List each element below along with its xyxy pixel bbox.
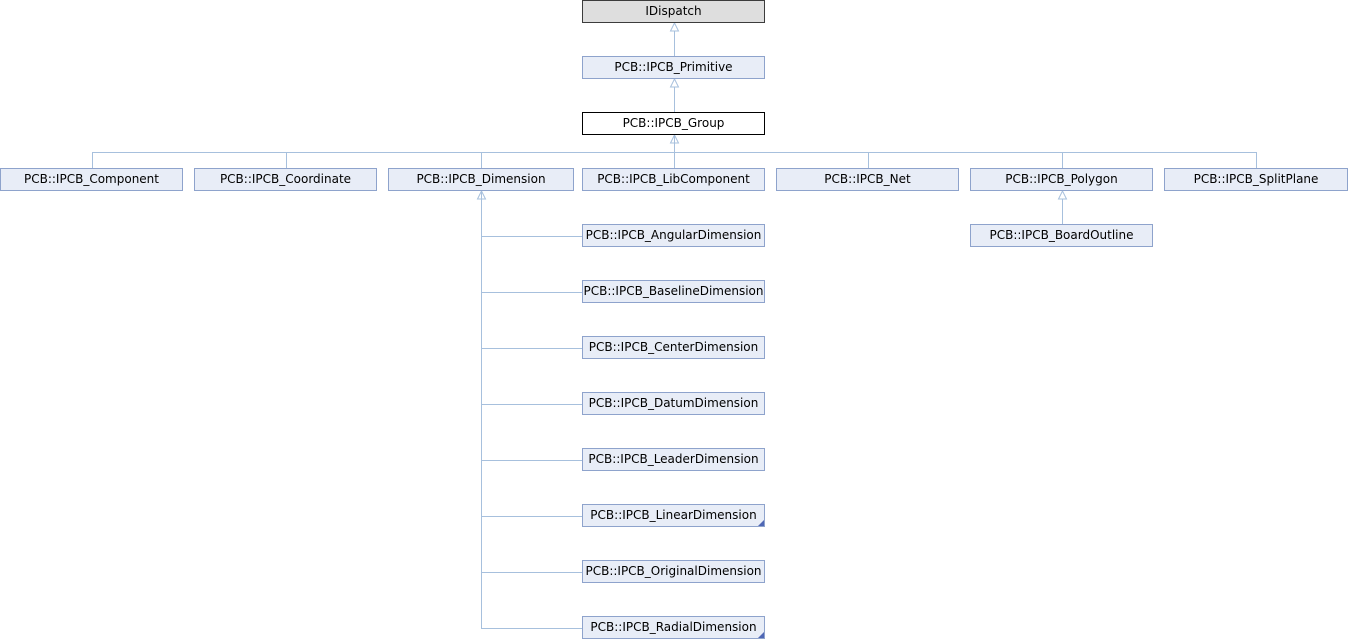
- class-node-label: PCB::IPCB_Polygon: [1005, 172, 1118, 186]
- edge-coordinate-to-group: [286, 135, 675, 168]
- class-node-polygon[interactable]: PCB::IPCB_Polygon: [970, 168, 1153, 191]
- class-node-leader[interactable]: PCB::IPCB_LeaderDimension: [582, 448, 765, 471]
- class-node-original[interactable]: PCB::IPCB_OriginalDimension: [582, 560, 765, 583]
- class-node-label: PCB::IPCB_Dimension: [416, 172, 546, 186]
- class-node-label: PCB::IPCB_LibComponent: [597, 172, 750, 186]
- edge-original-to-dimension: [481, 191, 582, 573]
- class-node-label: PCB::IPCB_DatumDimension: [588, 396, 759, 410]
- class-node-dimension[interactable]: PCB::IPCB_Dimension: [388, 168, 574, 191]
- arrowhead-polygon: [1057, 189, 1068, 200]
- class-node-label: PCB::IPCB_Net: [824, 172, 911, 186]
- class-node-angular[interactable]: PCB::IPCB_AngularDimension: [582, 224, 765, 247]
- edge-angular-to-dimension: [481, 191, 582, 237]
- class-node-linear[interactable]: PCB::IPCB_LinearDimension: [582, 504, 765, 527]
- class-node-label: PCB::IPCB_Primitive: [614, 60, 733, 74]
- class-node-libcomponent[interactable]: PCB::IPCB_LibComponent: [582, 168, 765, 191]
- class-node-label: PCB::IPCB_Coordinate: [219, 172, 352, 186]
- class-node-radial[interactable]: PCB::IPCB_RadialDimension: [582, 616, 765, 639]
- class-node-label: PCB::IPCB_Component: [24, 172, 159, 186]
- class-node-splitplane[interactable]: PCB::IPCB_SplitPlane: [1164, 168, 1348, 191]
- class-node-label: IDispatch: [645, 4, 702, 18]
- class-node-idispatch: IDispatch: [582, 0, 765, 23]
- arrowhead-primitive: [669, 77, 680, 88]
- class-node-label: PCB::IPCB_BaselineDimension: [583, 284, 764, 298]
- class-node-label: PCB::IPCB_OriginalDimension: [585, 564, 762, 578]
- class-node-center[interactable]: PCB::IPCB_CenterDimension: [582, 336, 765, 359]
- edge-baseline-to-dimension: [481, 191, 582, 293]
- truncated-children-marker: [758, 520, 764, 526]
- class-node-net[interactable]: PCB::IPCB_Net: [776, 168, 959, 191]
- class-node-coordinate[interactable]: PCB::IPCB_Coordinate: [194, 168, 377, 191]
- class-node-label: PCB::IPCB_SplitPlane: [1193, 172, 1319, 186]
- edge-net-to-group: [674, 135, 869, 168]
- edge-dimension-to-group: [481, 135, 675, 168]
- arrowhead-idispatch: [669, 21, 680, 32]
- edge-linear-to-dimension: [481, 191, 582, 517]
- class-node-label: PCB::IPCB_CenterDimension: [588, 340, 759, 354]
- edge-leader-to-dimension: [481, 191, 582, 461]
- class-node-label: PCB::IPCB_RadialDimension: [590, 620, 757, 634]
- class-node-primitive[interactable]: PCB::IPCB_Primitive: [582, 56, 765, 79]
- class-node-label: PCB::IPCB_LeaderDimension: [588, 452, 759, 466]
- class-node-label: PCB::IPCB_AngularDimension: [585, 228, 762, 242]
- class-node-group: PCB::IPCB_Group: [582, 112, 765, 135]
- class-node-boardoutline[interactable]: PCB::IPCB_BoardOutline: [970, 224, 1153, 247]
- edge-datum-to-dimension: [481, 191, 582, 405]
- edge-center-to-dimension: [481, 191, 582, 349]
- truncated-children-marker: [758, 632, 764, 638]
- class-node-label: PCB::IPCB_BoardOutline: [989, 228, 1134, 242]
- class-node-datum[interactable]: PCB::IPCB_DatumDimension: [582, 392, 765, 415]
- edge-component-to-group: [92, 135, 675, 168]
- class-node-component[interactable]: PCB::IPCB_Component: [0, 168, 183, 191]
- class-node-label: PCB::IPCB_LinearDimension: [590, 508, 757, 522]
- edge-radial-to-dimension: [481, 191, 582, 629]
- edge-splitplane-to-group: [674, 135, 1257, 168]
- class-node-label: PCB::IPCB_Group: [622, 116, 725, 130]
- class-node-baseline[interactable]: PCB::IPCB_BaselineDimension: [582, 280, 765, 303]
